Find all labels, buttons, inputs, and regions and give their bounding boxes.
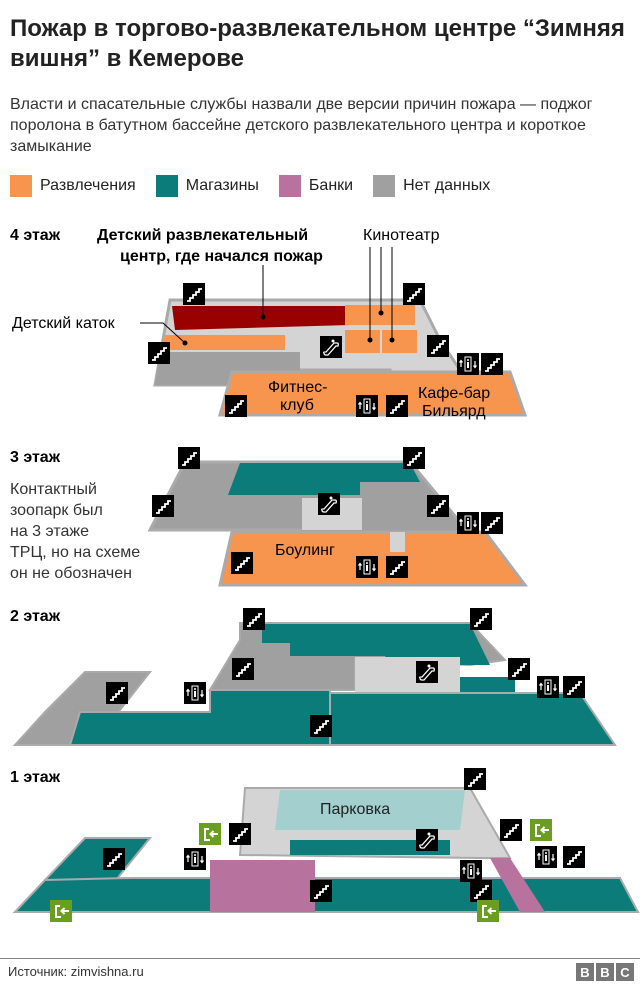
emergency-exit-icon	[198, 822, 222, 846]
stairs-icon	[309, 879, 333, 903]
escalator-icon	[317, 492, 341, 516]
stairs-icon	[309, 714, 333, 738]
floor-1-label: 1 этаж	[10, 769, 61, 786]
fire-origin-annotation-line2: центр, где начался пожар	[120, 248, 323, 265]
elevator-icon	[183, 681, 207, 705]
elevator-icon	[355, 394, 379, 418]
elevator-icon	[536, 675, 560, 699]
escalator-icon	[319, 335, 343, 359]
legend: Развлечения Магазины Банки Нет данных	[10, 175, 490, 197]
stairs-icon	[507, 657, 531, 681]
source-credit: Источник: zimvishna.ru	[8, 964, 144, 979]
legend-banks: Банки	[278, 175, 354, 197]
stairs-icon	[147, 341, 171, 365]
cinema-annotation: Кинотеатр	[363, 227, 440, 244]
bbc-logo: B B C	[576, 963, 634, 981]
logo-letter: C	[616, 963, 634, 981]
stairs-icon	[480, 352, 504, 376]
floor-4-label: 4 этаж	[10, 227, 61, 244]
emergency-exit-icon	[476, 899, 500, 923]
stairs-icon	[102, 847, 126, 871]
stairs-icon	[469, 607, 493, 631]
elevator-icon	[456, 352, 480, 376]
emergency-exit-icon	[529, 818, 553, 842]
stairs-icon	[105, 681, 129, 705]
legend-label: Банки	[308, 177, 354, 194]
stairs-icon	[402, 282, 426, 306]
legend-label: Магазины	[185, 177, 259, 194]
stairs-icon	[224, 394, 248, 418]
swatch-entertainment	[10, 175, 32, 197]
elevator-icon	[183, 847, 207, 871]
floor-3-plan	[147, 460, 529, 587]
stairs-icon	[228, 822, 252, 846]
area-fitness: Фитнес-	[268, 379, 328, 396]
stairs-icon	[480, 511, 504, 535]
logo-letter: B	[576, 963, 594, 981]
footer-divider	[0, 958, 640, 959]
stairs-icon	[426, 494, 450, 518]
elevator-icon	[355, 555, 379, 579]
swatch-no-data	[373, 175, 396, 197]
floor-3-label: 3 этаж	[10, 449, 61, 466]
swatch-banks	[278, 175, 301, 197]
elevator-icon	[534, 845, 558, 869]
legend-shops: Магазины	[155, 175, 259, 197]
area-bowling: Боулинг	[275, 542, 335, 559]
stairs-icon	[426, 334, 450, 358]
legend-label: Нет данных	[403, 177, 491, 194]
legend-label: Развлечения	[40, 177, 136, 194]
stairs-icon	[230, 551, 254, 575]
area-parking: Парковка	[320, 801, 390, 818]
area-fitness-2: клуб	[280, 397, 314, 414]
swatch-shops	[155, 175, 178, 197]
stairs-icon	[385, 394, 409, 418]
subtitle: Власти и спасательные службы назвали две…	[10, 96, 593, 155]
stairs-icon	[402, 446, 426, 470]
stairs-icon	[562, 675, 586, 699]
logo-letter: B	[596, 963, 614, 981]
stairs-icon	[242, 607, 266, 631]
escalator-icon	[415, 828, 439, 852]
legend-no-data: Нет данных	[373, 175, 490, 197]
stairs-icon	[151, 494, 175, 518]
ice-rink-annotation: Детский каток	[12, 315, 116, 332]
area-billiard: Бильярд	[422, 403, 486, 420]
stairs-icon	[177, 446, 201, 470]
stairs-icon	[385, 555, 409, 579]
elevator-icon	[456, 511, 480, 535]
escalator-icon	[415, 660, 439, 684]
stairs-icon	[463, 767, 487, 791]
emergency-exit-icon	[49, 899, 73, 923]
stairs-icon	[231, 657, 255, 681]
elevator-icon	[459, 859, 483, 883]
stairs-icon	[469, 879, 493, 903]
stairs-icon	[499, 818, 523, 842]
petting-zoo-note: Контактный зоопарк был на 3 этаже ТРЦ, н…	[10, 481, 145, 582]
floor-2-label: 2 этаж	[10, 608, 61, 625]
area-cafe: Кафе-бар	[418, 385, 490, 402]
stairs-icon	[182, 282, 206, 306]
page-title: Пожар в торгово-развлекательном центре “…	[10, 15, 625, 72]
legend-entertainment: Развлечения	[10, 175, 136, 197]
stairs-icon	[562, 845, 586, 869]
fire-origin-annotation: Детский развлекательный	[97, 227, 308, 244]
